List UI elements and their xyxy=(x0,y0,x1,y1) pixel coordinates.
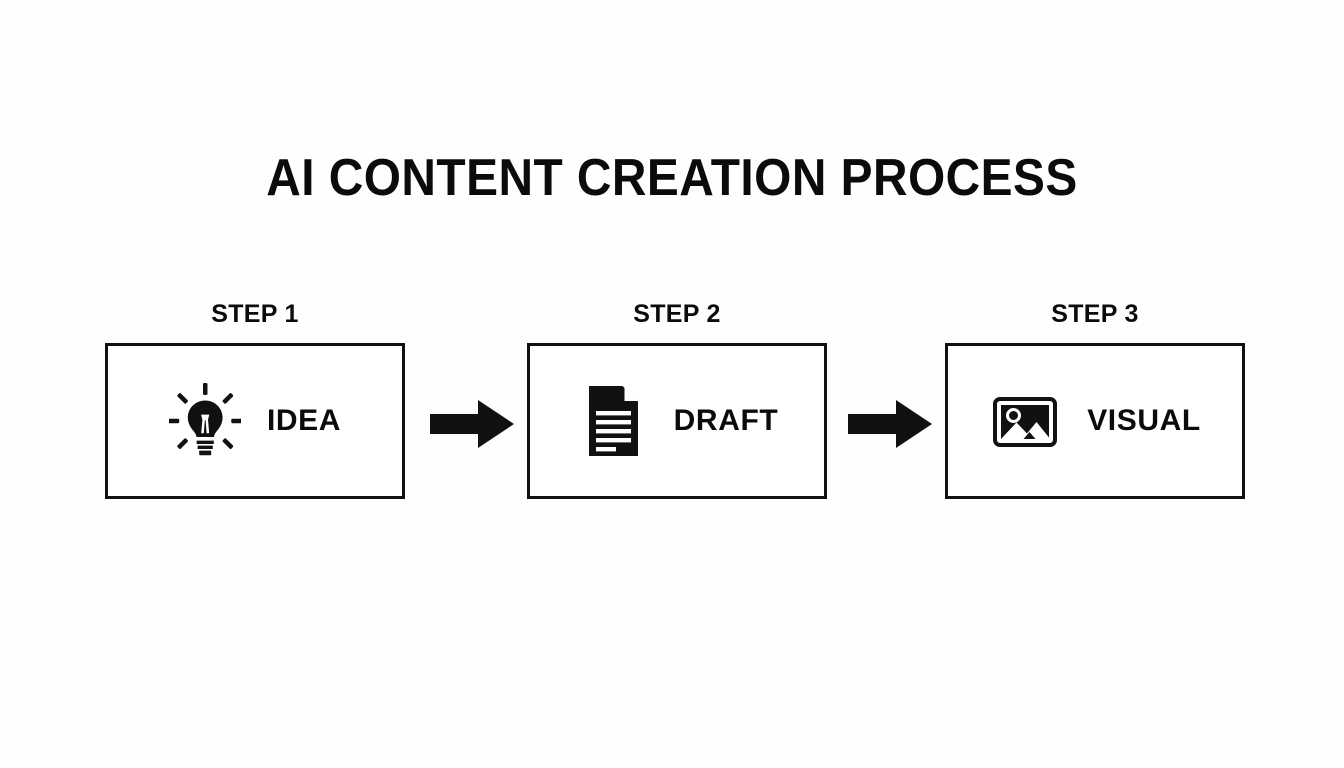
step-2-label: STEP 2 xyxy=(633,300,721,328)
lightbulb-icon xyxy=(168,383,241,459)
step-2-box[interactable]: DRAFT xyxy=(527,343,827,499)
arrow-right-icon-2 xyxy=(848,398,932,450)
document-icon xyxy=(576,383,648,459)
image-icon xyxy=(989,383,1061,459)
page-title: AI CONTENT CREATION PROCESS xyxy=(266,149,1078,207)
step-1-box[interactable]: IDEA xyxy=(105,343,405,499)
step-3-text: VISUAL xyxy=(1087,404,1201,437)
step-1-text: IDEA xyxy=(266,404,342,437)
step-1-label: STEP 1 xyxy=(211,300,299,328)
process-step-3: STEP 3 VISUAL xyxy=(945,300,1245,500)
process-step-1: STEP 1 xyxy=(105,300,405,500)
step-3-label: STEP 3 xyxy=(1051,300,1139,328)
process-flow: STEP 1 xyxy=(0,300,1344,510)
process-step-2: STEP 2 xyxy=(527,300,827,500)
arrow-right-icon-1 xyxy=(430,398,514,450)
step-3-box[interactable]: VISUAL xyxy=(945,343,1245,499)
step-2-text: DRAFT xyxy=(673,404,779,437)
